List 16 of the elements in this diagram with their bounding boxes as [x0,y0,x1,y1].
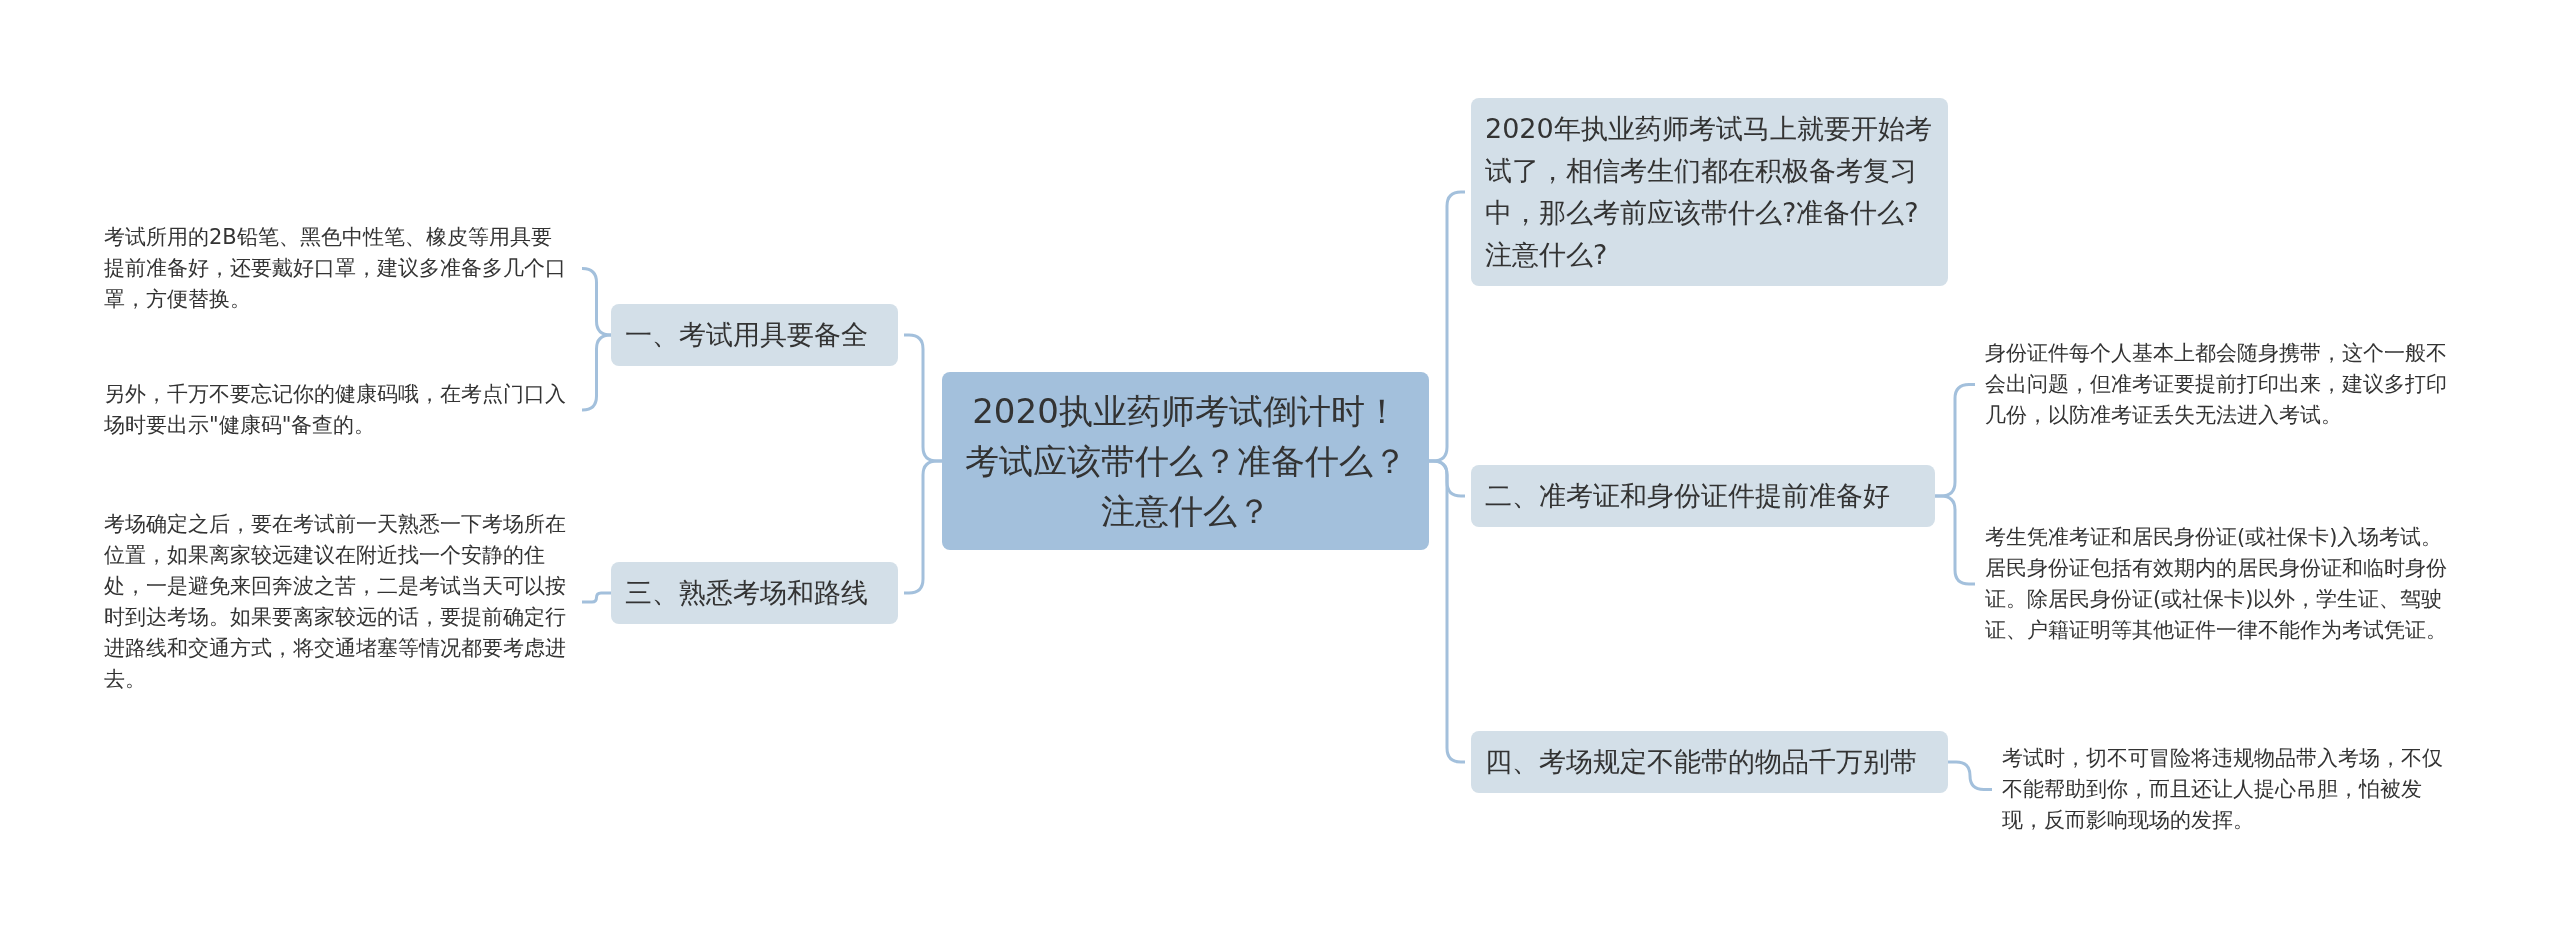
topic-box: 四、考场规定不能带的物品千万别带 [1471,731,1948,793]
central-topic-box: 2020执业药师考试倒计时！考试应该带什么？准备什么？注意什么？ [942,372,1429,550]
topic-box: 三、熟悉考场和路线 [611,562,898,624]
topic-box: 一、考试用具要备全 [611,304,898,366]
connector-line [581,267,612,337]
topic-box: 二、准考证和身份证件提前准备好 [1471,465,1935,527]
connector-line [582,591,611,604]
connector-line [581,333,612,412]
topic-box: 2020年执业药师考试马上就要开始考试了，相信考生们都在积极备考复习中，那么考前应该带什么?准备什么?注意什么? [1471,98,1948,286]
connector-line [1948,760,1992,791]
note-text: 考场确定之后，要在考试前一天熟悉一下考场所在位置，如果离家较远建议在附近找一个安静的住处，一是避免来回奔波之苦，二是考试当天可以按时到达考场。如果要离家较远的话，要提前确定行进路线和交通方式，将交通堵塞等情况都要考虑进去。 [104,509,572,695]
note-text: 考试所用的2B铅笔、黑色中性笔、橡皮等用具要提前准备好，还要戴好口罩，建议多准备多几个口罩，方便替换。 [104,222,572,315]
note-text: 另外，千万不要忘记你的健康码哦，在考点门口入场时要出示"健康码"备查的。 [104,379,572,441]
note-text: 考试时，切不可冒险将违规物品带入考场，不仅不能帮助到你，而且还让人提心吊胆，怕被发现，反而影响现场的发挥。 [2002,743,2462,836]
note-text: 考生凭准考证和居民身份证(或社保卡)入场考试。居民身份证包括有效期内的居民身份证和临时身份证。除居民身份证(或社保卡)以外，学生证、驾驶证、户籍证明等其他证件一律不能作为考试凭证。 [1985,522,2453,646]
note-text: 身份证件每个人基本上都会随身携带，这个一般不会出问题，但准考证要提前打印出来，建议多打印几份，以防准考证丢失无法进入考试。 [1985,338,2453,431]
